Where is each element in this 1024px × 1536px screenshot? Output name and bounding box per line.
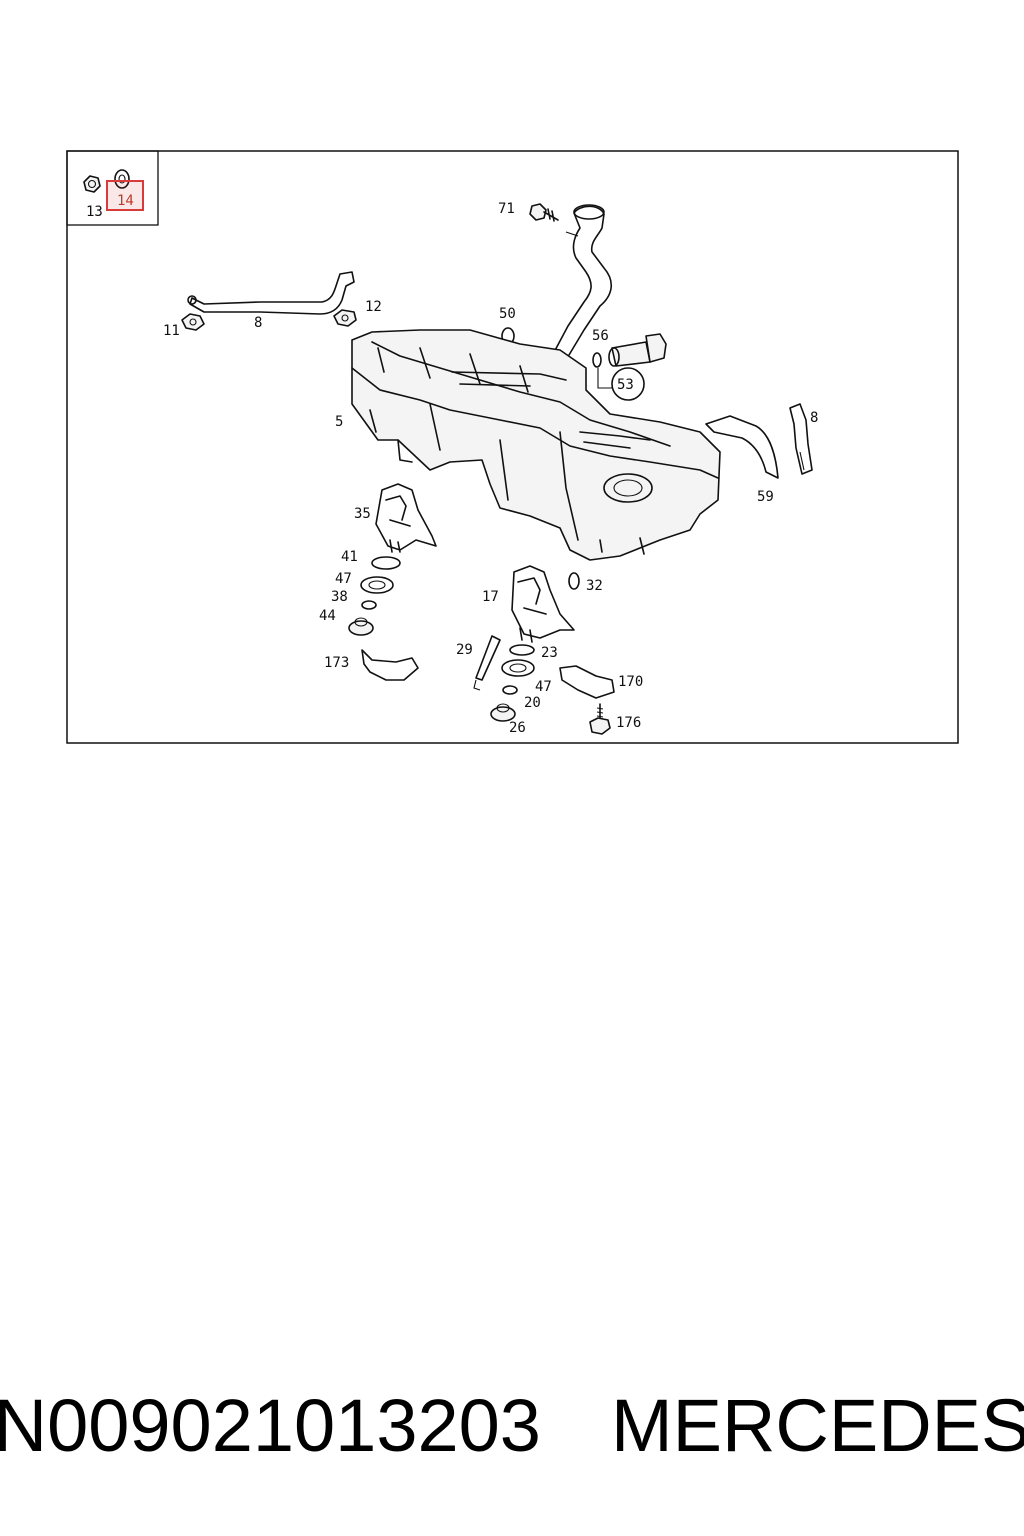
callout-41: 41 [341, 549, 358, 565]
callout-71: 71 [498, 201, 515, 217]
nut-12-icon [333, 309, 357, 327]
callout-11: 11 [163, 323, 180, 339]
strap-8-icon [187, 271, 355, 315]
parts-diagram: 13 14 71 11 8 12 50 56 53 5 8 59 35 41 4… [66, 150, 959, 744]
part-footer: N009021013203 MERCEDES [0, 1370, 1024, 1480]
bracket-8-right-icon [789, 403, 813, 475]
rod-29-icon [473, 635, 501, 691]
nut-11-icon [181, 313, 205, 331]
callout-29: 29 [456, 642, 473, 658]
callout-23: 23 [541, 645, 558, 661]
ring-47-left-icon [360, 576, 394, 594]
callout-176: 176 [616, 715, 641, 731]
callout-26: 26 [509, 720, 526, 736]
callout-38: 38 [331, 589, 348, 605]
part-number: N009021013203 [0, 1383, 541, 1467]
callout-5: 5 [335, 414, 343, 430]
callout-53: 53 [617, 377, 634, 393]
brand-name: MERCEDES [610, 1383, 1024, 1467]
ring-47-right-icon [501, 659, 535, 677]
inset-box [66, 150, 159, 226]
filler-neck-icon [551, 204, 612, 361]
callout-14[interactable]: 14 [117, 193, 134, 209]
callout-59: 59 [757, 489, 774, 505]
heat-shield-59-icon [705, 415, 779, 479]
bolt-176-icon [589, 703, 611, 735]
callout-20: 20 [524, 695, 541, 711]
callout-47-left: 47 [335, 571, 352, 587]
callout-8-strap: 8 [254, 315, 262, 331]
washer-14-icon[interactable] [114, 169, 130, 189]
screw-71-icon [529, 203, 559, 222]
callout-17: 17 [482, 589, 499, 605]
seal-20-icon [502, 685, 518, 695]
callout-12: 12 [365, 299, 382, 315]
shield-173-icon [361, 649, 419, 681]
fuel-tank-icon [351, 329, 721, 561]
callout-47-right: 47 [535, 679, 552, 695]
sender-unit-17-icon [511, 565, 575, 643]
shield-170-icon [559, 665, 615, 699]
callout-13: 13 [86, 204, 103, 220]
nut-13-icon [83, 175, 101, 193]
callout-32: 32 [586, 578, 603, 594]
callout-50: 50 [499, 306, 516, 322]
callout-170: 170 [618, 674, 643, 690]
valve-53-icon [597, 333, 667, 401]
callout-35: 35 [354, 506, 371, 522]
seal-38-icon [361, 600, 377, 610]
callout-8-bracket: 8 [810, 410, 818, 426]
cap-26-icon [490, 703, 516, 722]
callout-56: 56 [592, 328, 609, 344]
seal-23-icon [509, 644, 535, 656]
cap-44-icon [348, 617, 374, 636]
highlight-box-14[interactable] [106, 180, 144, 211]
o-ring-56-icon [592, 352, 602, 368]
callout-173: 173 [324, 655, 349, 671]
o-ring-32-icon [568, 572, 580, 590]
callout-44: 44 [319, 608, 336, 624]
seal-41-icon [371, 556, 401, 570]
sender-unit-35-icon [375, 483, 437, 553]
